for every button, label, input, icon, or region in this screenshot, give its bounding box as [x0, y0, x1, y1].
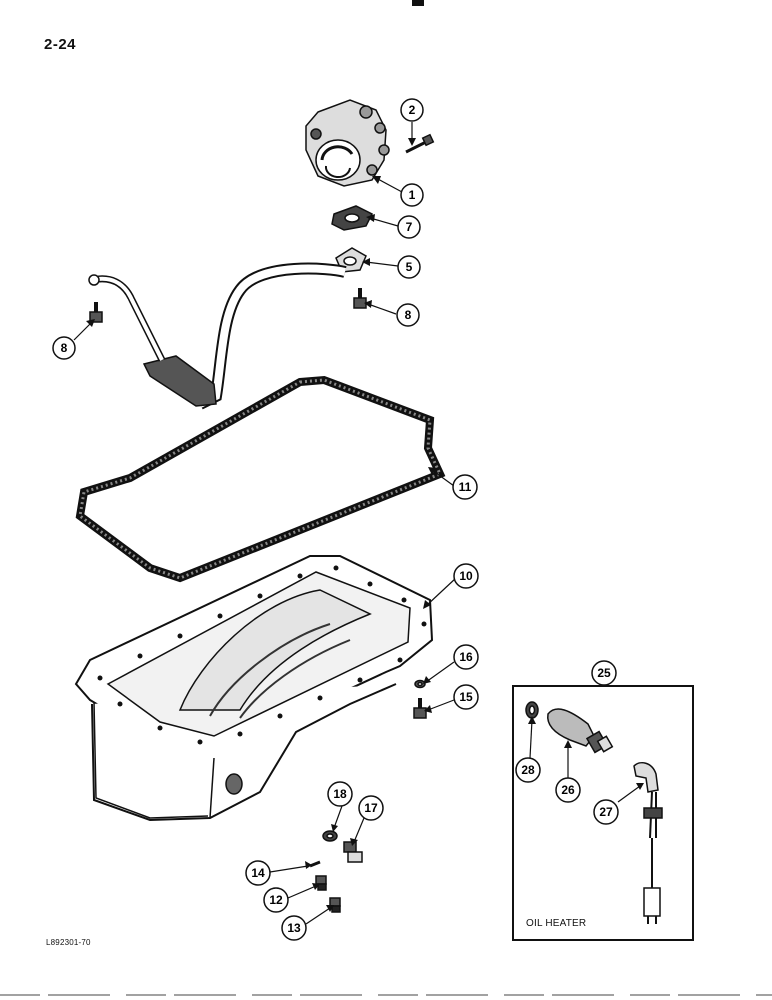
- drain-washer-bottom: [322, 830, 338, 842]
- callout-28: 28: [515, 757, 541, 783]
- heater-cord: [633, 761, 663, 924]
- drain-plug-side: [413, 698, 427, 719]
- callout-17-label: 17: [364, 801, 378, 815]
- callout-2: 2: [400, 98, 424, 122]
- callout-25-label: 25: [597, 666, 611, 680]
- callout-10: 10: [453, 563, 479, 589]
- callout-5-label: 5: [406, 260, 413, 274]
- callout-8-right-label: 8: [405, 308, 412, 322]
- suction-tube: [88, 247, 367, 410]
- callout-27-label: 27: [599, 805, 613, 819]
- callout-17: 17: [358, 795, 384, 821]
- callout-2-label: 2: [409, 103, 416, 117]
- figure-code: L892301-70: [46, 938, 91, 947]
- callout-8-right: 8: [396, 303, 420, 327]
- oil-pump: [305, 99, 390, 187]
- callout-14-label: 14: [251, 866, 265, 880]
- callout-27: 27: [593, 799, 619, 825]
- oil-heater-inset: OIL HEATER: [512, 685, 694, 941]
- fitting-12: [315, 875, 327, 891]
- callout-14: 14: [245, 860, 271, 886]
- callout-8-left: 8: [52, 336, 76, 360]
- oil-heater-label: OIL HEATER: [526, 918, 587, 929]
- pin: [309, 860, 321, 868]
- callout-1-label: 1: [409, 188, 416, 202]
- leader-arrowheads: [86, 138, 644, 912]
- callout-25: 25: [591, 660, 617, 686]
- callout-26-label: 26: [561, 783, 575, 797]
- tube-screw-right: [353, 288, 367, 309]
- pump-bolt: [405, 133, 435, 154]
- drain-plug-bottom: [343, 841, 363, 863]
- callout-13: 13: [281, 915, 307, 941]
- callout-10-label: 10: [459, 569, 473, 583]
- callout-12-label: 12: [269, 893, 283, 907]
- drain-washer: [414, 679, 426, 689]
- callout-15: 15: [453, 684, 479, 710]
- oil-pan-gasket: [75, 375, 446, 583]
- callout-18: 18: [327, 781, 353, 807]
- callout-13-label: 13: [287, 921, 301, 935]
- callout-7-label: 7: [406, 220, 413, 234]
- callout-8-left-label: 8: [61, 341, 68, 355]
- callout-1: 1: [400, 183, 424, 207]
- tube-screw-left: [89, 302, 103, 323]
- leader-lines: [73, 122, 641, 925]
- callout-26: 26: [555, 777, 581, 803]
- callout-5: 5: [397, 255, 421, 279]
- callout-11: 11: [452, 474, 478, 500]
- heater-element: [547, 708, 614, 754]
- callout-16: 16: [453, 644, 479, 670]
- pump-gasket: [331, 205, 374, 231]
- callout-28-label: 28: [521, 763, 535, 777]
- oil-pan: [74, 555, 434, 822]
- callout-16-label: 16: [459, 650, 473, 664]
- callout-7: 7: [397, 215, 421, 239]
- callout-11-label: 11: [459, 480, 472, 494]
- callout-15-label: 15: [459, 690, 473, 704]
- callout-12: 12: [263, 887, 289, 913]
- scan-edge: [0, 994, 772, 996]
- page-number: 2-24: [44, 36, 77, 53]
- top-edge-mark: [412, 0, 424, 6]
- callouts: 2 1 7 5 8 8 11 10: [52, 98, 619, 941]
- fitting-13: [329, 897, 341, 913]
- callout-18-label: 18: [333, 787, 347, 801]
